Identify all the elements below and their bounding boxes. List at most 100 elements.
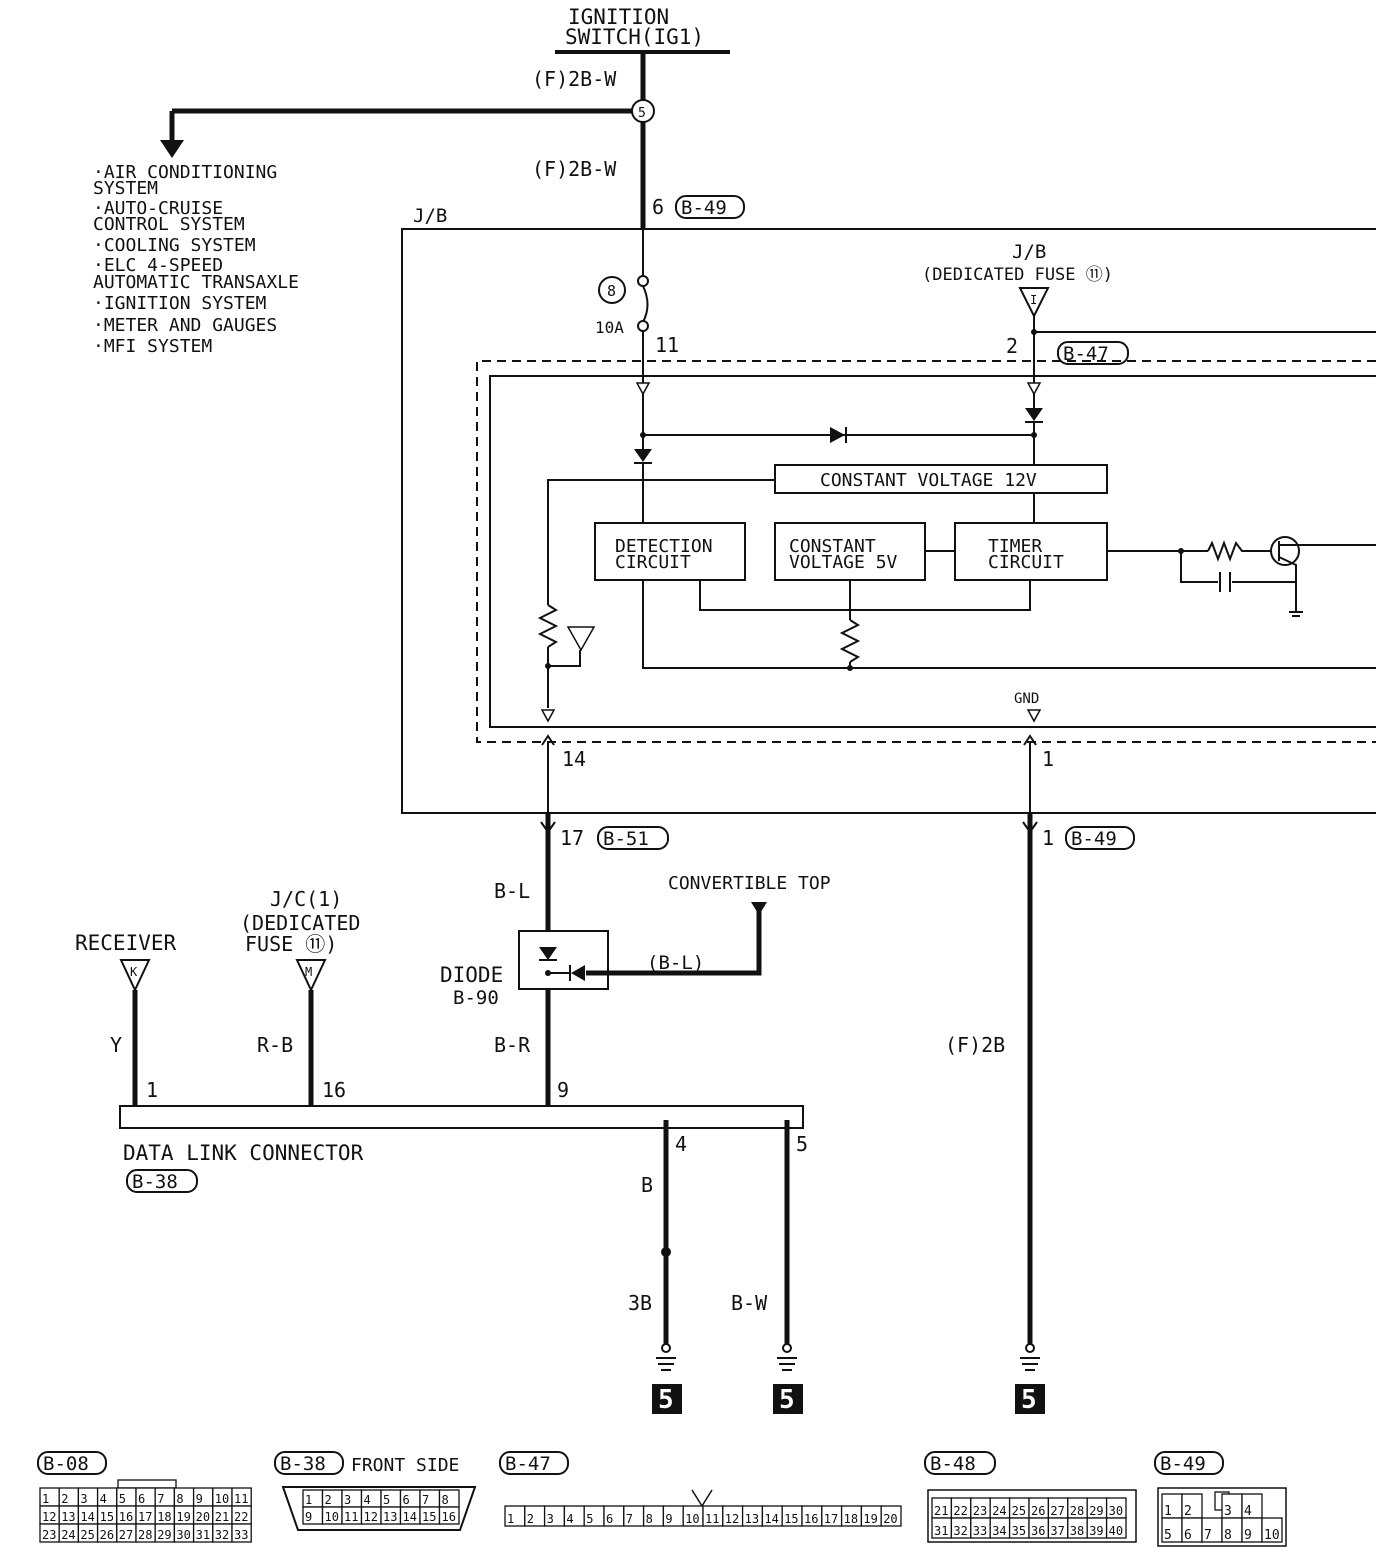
timer-circuit-block	[954, 522, 1108, 581]
b47-pin: 17	[824, 1512, 838, 1526]
b49-pin: 7	[1204, 1528, 1212, 1543]
timer-label-1: TIMER	[988, 536, 1042, 557]
system-line-10: ·MFI SYSTEM	[93, 336, 212, 357]
b48-pin: 28	[1070, 1504, 1084, 1518]
ignition-label-2: SWITCH(IG1)	[565, 25, 704, 49]
connector-b47-label: B-47	[1063, 343, 1109, 365]
b49-pin: 9	[1244, 1528, 1252, 1543]
b38-pin: 13	[383, 1510, 397, 1524]
b08-pin: 22	[234, 1510, 248, 1524]
convertible-wire	[586, 910, 762, 976]
ground-ref-1: 5	[658, 1385, 674, 1415]
b47-pin: 20	[883, 1512, 897, 1526]
fuse-terminal-bottom	[637, 320, 649, 332]
wire-label-dlc4: B	[641, 1173, 653, 1197]
pin-marker-11	[635, 382, 651, 396]
pin-11: 11	[655, 333, 679, 357]
b08-tag	[37, 1451, 107, 1475]
ground-bus	[642, 580, 1376, 669]
pin-6: 6	[652, 195, 664, 219]
b08-pin: 5	[119, 1492, 126, 1506]
module-dashed-outline	[476, 360, 1376, 743]
ground-ref-box	[1015, 1384, 1045, 1414]
b38-pin: 15	[422, 1510, 436, 1524]
b08-pin: 26	[100, 1528, 114, 1542]
b47-pin: 7	[626, 1512, 633, 1526]
b49-pin: 8	[1224, 1528, 1232, 1543]
system-line-6: ·ELC 4-SPEED	[93, 255, 223, 276]
b49-pin: 10	[1264, 1528, 1280, 1543]
b08-pin: 3	[80, 1492, 87, 1506]
left-ground-icon	[566, 626, 596, 652]
b48-tag	[924, 1451, 996, 1475]
b47-cell	[880, 1505, 902, 1527]
b38-cell	[438, 1506, 460, 1525]
b49-tag-label: B-49	[1160, 1453, 1206, 1475]
connector-b49b-label: B-49	[1071, 828, 1117, 850]
b38-pin: 16	[442, 1510, 456, 1524]
b38-tag	[274, 1451, 344, 1475]
b08-pin: 12	[42, 1510, 56, 1524]
fuse-element	[642, 285, 649, 323]
connector-tag-b51	[597, 826, 669, 850]
ground-ref-box	[652, 1384, 682, 1414]
system-line-2: SYSTEM	[93, 178, 158, 199]
pin-1: 1	[1042, 747, 1054, 771]
diode-side-icon	[571, 965, 585, 981]
b47-pin: 18	[844, 1512, 858, 1526]
jc-marker	[295, 959, 327, 993]
b47-pin: 8	[646, 1512, 653, 1526]
b48-tag-label: B-48	[930, 1453, 976, 1475]
b49-pin: 4	[1244, 1504, 1252, 1519]
b48-pin: 40	[1109, 1524, 1123, 1538]
wire-label-dlc4b: 3B	[628, 1291, 652, 1315]
bridge-node-left	[640, 432, 646, 438]
diode-box	[518, 930, 609, 990]
receiver-marker	[119, 959, 151, 993]
b47-pin: 6	[606, 1512, 613, 1526]
b38-pin: 7	[422, 1493, 429, 1507]
b38-pin: 11	[344, 1510, 358, 1524]
connector-b49-label: B-49	[681, 197, 727, 219]
b48-pin: 39	[1089, 1524, 1103, 1538]
pin-14: 14	[562, 747, 586, 771]
splice-circle	[631, 99, 655, 123]
ground-bus-node	[847, 665, 853, 671]
b49-pin: 2	[1184, 1504, 1192, 1519]
b48-pin: 22	[953, 1504, 967, 1518]
fuse-number-circle	[598, 276, 626, 304]
jc-marker-letter: M	[305, 965, 312, 979]
b38-pin: 14	[403, 1510, 417, 1524]
left-gnd-wire	[548, 650, 581, 667]
fuse-number: 8	[607, 282, 616, 300]
b08-pin: 21	[215, 1510, 229, 1524]
b47-pin: 10	[685, 1512, 699, 1526]
system-line-4: CONTROL SYSTEM	[93, 214, 245, 235]
b08-pin: 24	[61, 1528, 75, 1542]
ground-ref-box	[773, 1384, 803, 1414]
ground-terminal-icon	[661, 1343, 671, 1353]
b38-pin: 10	[325, 1510, 339, 1524]
wire-label-receiver: Y	[110, 1033, 122, 1057]
pin-17-connector	[540, 821, 556, 834]
constant-12v-label: CONSTANT VOLTAGE 12V	[820, 470, 1037, 491]
b48-pin: 36	[1031, 1524, 1045, 1538]
constant5-label-2: VOLTAGE 5V	[789, 552, 898, 573]
b38-pin: 3	[344, 1493, 351, 1507]
dedicated-fuse-label: (DEDICATED FUSE ⑪)	[922, 265, 1113, 285]
b47-pin: 15	[784, 1512, 798, 1526]
b38-pin: 1	[305, 1493, 312, 1507]
b08-pin: 15	[100, 1510, 114, 1524]
fuse-input-letter: I	[1030, 293, 1037, 307]
detect-diode-icon	[634, 449, 652, 462]
constant5-label-1: CONSTANT	[789, 536, 876, 557]
b08-pin: 10	[215, 1492, 229, 1506]
b08-pin: 13	[61, 1510, 75, 1524]
block-bottom-bus	[699, 580, 1031, 611]
pin-2: 2	[1006, 334, 1018, 358]
b48-pin: 21	[934, 1504, 948, 1518]
wire-label-ground-main: (F)2B	[945, 1033, 1005, 1057]
ground-terminal-icon	[1025, 1343, 1035, 1353]
b48-pin: 29	[1089, 1504, 1103, 1518]
